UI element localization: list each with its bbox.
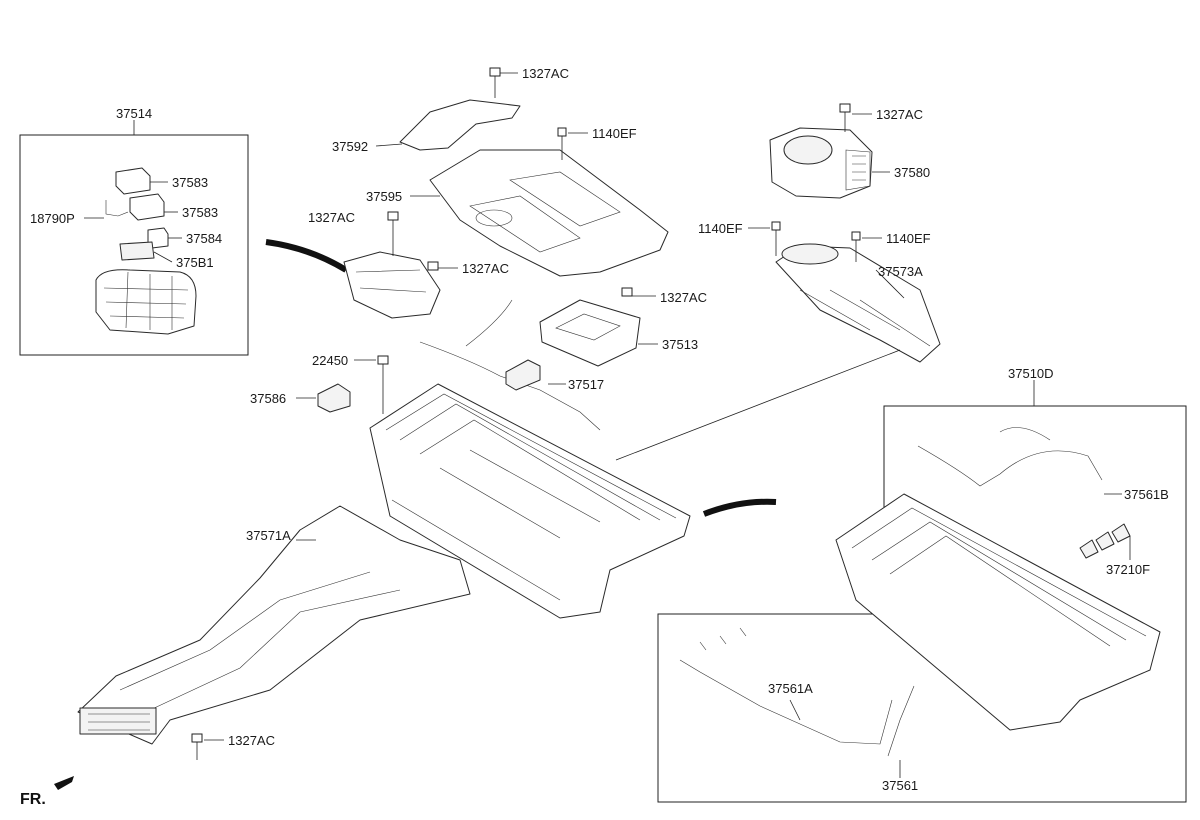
bolt-1140EF-top [557, 127, 567, 160]
label-37580: 37580 [894, 165, 930, 180]
bolt-1327AC-top [489, 67, 501, 98]
label-37517: 37517 [568, 377, 604, 392]
label-37584: 37584 [186, 231, 222, 246]
arrow-icon [54, 776, 74, 790]
label-37510D: 37510D [1008, 366, 1054, 381]
label-1327AC-left: 1327AC [308, 210, 355, 225]
label-37571A: 37571A [246, 528, 291, 543]
upper-cover-assembly: 1327AC 1140EF 37592 37595 [332, 66, 669, 277]
label-37583-b: 37583 [182, 205, 218, 220]
label-37583-a: 37583 [172, 175, 208, 190]
inset-37510D: 37510D 37561B 37210F 37561A 37561 [657, 366, 1187, 803]
battery-pack: 22450 37586 [250, 349, 901, 619]
label-375B1: 375B1 [176, 255, 214, 270]
label-37513: 37513 [662, 337, 698, 352]
label-37592: 37592 [332, 139, 368, 154]
label-1327AC-mid: 1327AC [462, 261, 509, 276]
label-1327AC-top: 1327AC [522, 66, 569, 81]
label-37561A: 37561A [768, 681, 813, 696]
blower-and-duct: 1327AC 37580 1140EF 1140EF 37573A [698, 103, 941, 363]
label-fr: FR. [20, 791, 46, 808]
label-1327AC-bottom: 1327AC [228, 733, 275, 748]
label-22450: 22450 [312, 353, 348, 368]
label-1327AC-right: 1327AC [876, 107, 923, 122]
label-37514: 37514 [116, 106, 152, 121]
label-37561B: 37561B [1124, 487, 1169, 502]
label-1327AC-ecu: 1327AC [660, 290, 707, 305]
inset-37514: 37514 37583 37583 18790P 37584 375B1 [19, 106, 249, 356]
label-37210F: 37210F [1106, 562, 1150, 577]
air-duct: 37571A 1327AC [77, 505, 471, 760]
label-37595: 37595 [366, 189, 402, 204]
label-1140EF-right: 1140EF [886, 231, 931, 246]
label-37561: 37561 [882, 778, 918, 793]
junction-block: 1327AC 1327AC [265, 210, 509, 319]
label-37586: 37586 [250, 391, 286, 406]
label-37573A: 37573A [878, 264, 923, 279]
label-18790P: 18790P [30, 211, 75, 226]
label-1140EF-left: 1140EF [698, 221, 743, 236]
label-1140EF-top: 1140EF [592, 126, 637, 141]
front-direction-indicator: FR. [20, 776, 74, 808]
bms-ecu: 1327AC 37513 37517 [419, 287, 707, 431]
